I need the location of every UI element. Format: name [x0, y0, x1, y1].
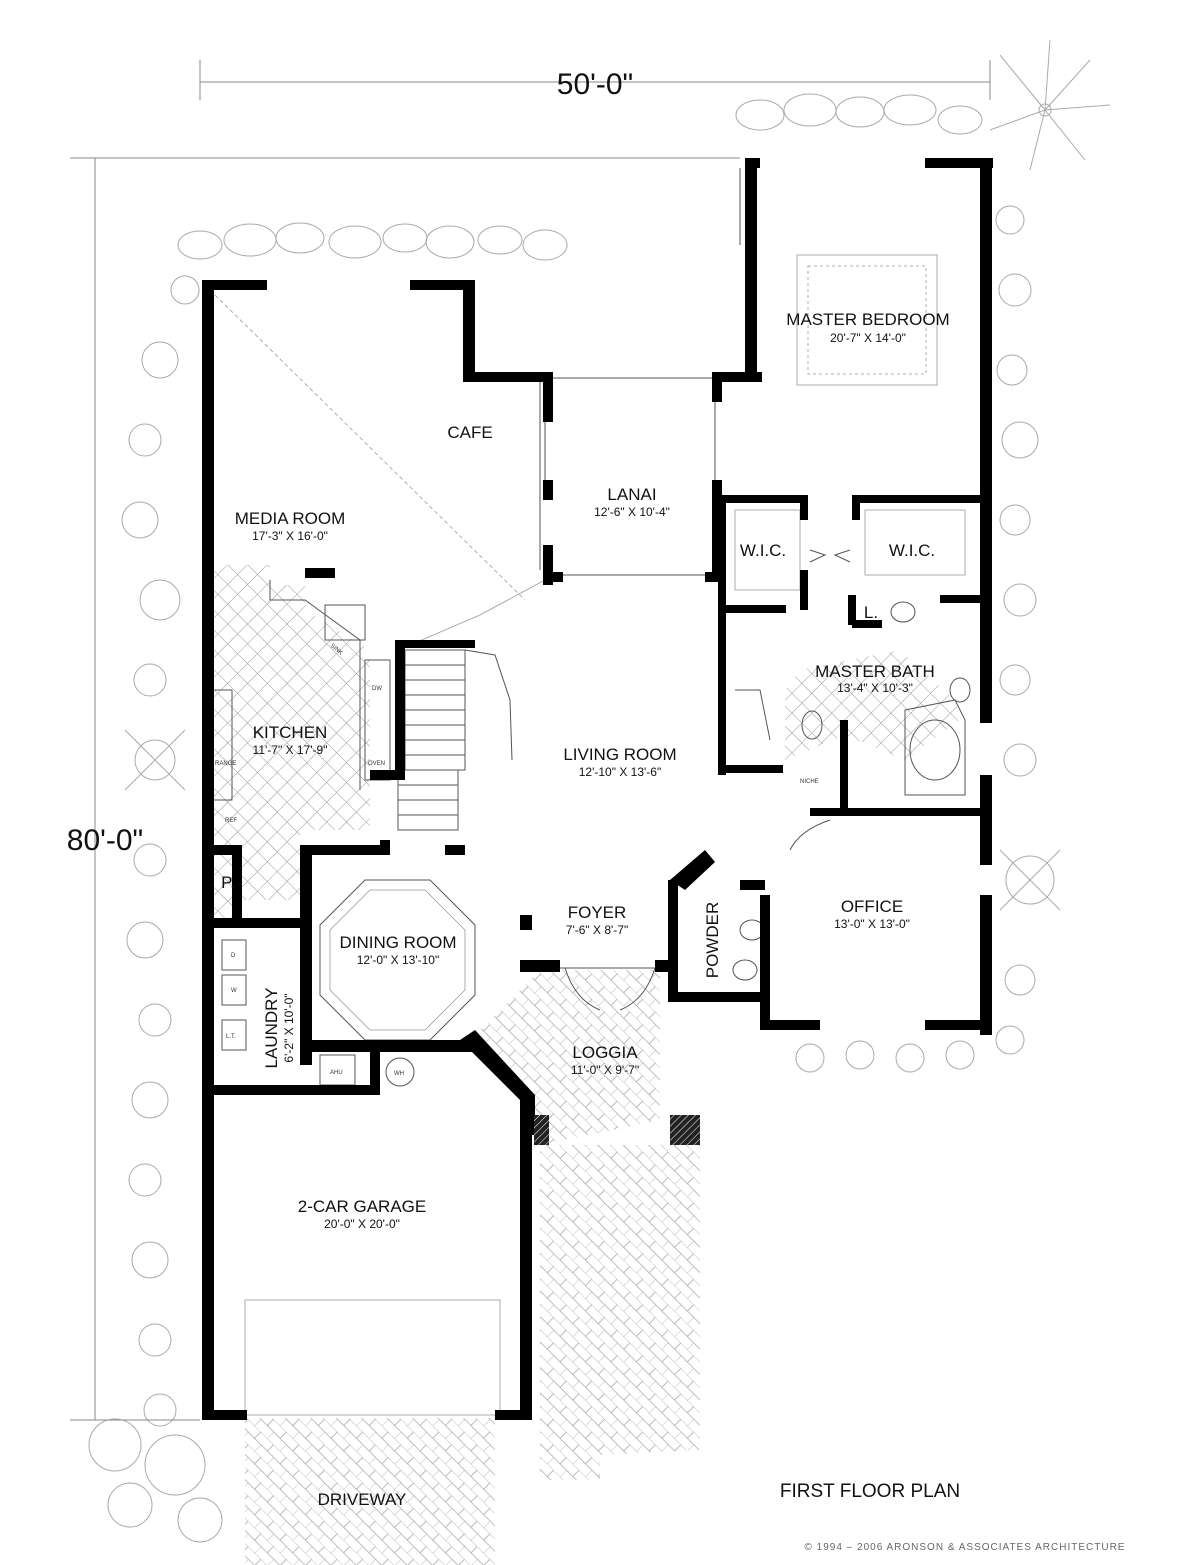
depth-dimension: 80'-0" — [67, 824, 143, 857]
loggia-size: 11'-0" X 9'-7" — [571, 1063, 639, 1077]
laundry-tub-label: L.T. — [226, 1034, 236, 1040]
top-shrubs — [177, 93, 983, 261]
cafe-name: CAFE — [447, 423, 492, 442]
kitchen-name: KITCHEN — [253, 723, 328, 742]
kitchen-tile — [210, 565, 370, 925]
wic-left-name: W.I.C. — [740, 541, 786, 560]
living-room-size: 12'-10" X 13'-6" — [579, 765, 661, 779]
dryer-label: D — [231, 953, 236, 959]
dimension-lines — [70, 60, 991, 1421]
lanai-name: LANAI — [607, 485, 656, 504]
ahu-label: AHU — [330, 1070, 343, 1076]
kitchen-size: 11'-7" X 17'-9" — [253, 743, 328, 757]
plan-title: FIRST FLOOR PLAN — [780, 1481, 960, 1502]
dw-label: DW — [372, 686, 382, 692]
walls — [202, 158, 993, 1420]
master-bath-size: 13'-4" X 10'-3" — [837, 681, 913, 695]
master-bath-tile — [785, 650, 960, 760]
laundry-size: 6'-2" X 10'-0" — [282, 993, 296, 1062]
powder-name: POWDER — [703, 902, 722, 979]
room-labels: MASTER BEDROOM 20'-7" X 14'-0" CAFE LANA… — [221, 310, 950, 1509]
left-shrubs — [121, 275, 200, 1427]
range-label: RANGE — [215, 761, 236, 767]
garage-name: 2-CAR GARAGE — [298, 1197, 426, 1216]
palm-tree-top-right — [989, 39, 1111, 171]
driveway-pavers — [245, 1418, 495, 1565]
foyer-size: 7'-6" X 8'-7" — [566, 923, 628, 937]
staircase — [397, 649, 513, 831]
width-dimension: 50'-0" — [557, 68, 633, 101]
niche-label: NICHE — [800, 779, 819, 785]
dining-room-size: 12'-0" X 13'-10" — [357, 953, 439, 967]
front-walk-pavers — [540, 1145, 700, 1480]
loggia-brick — [470, 970, 660, 1145]
wic-right-name: W.I.C. — [889, 541, 935, 560]
media-room-size: 17'-3" X 16'-0" — [252, 529, 328, 543]
living-room-name: LIVING ROOM — [563, 745, 676, 764]
master-bath-name: MASTER BATH — [815, 662, 935, 681]
laundry-name: LAUNDRY — [262, 988, 281, 1069]
garage-size: 20'-0" X 20'-0" — [324, 1217, 400, 1231]
washer-label: W — [231, 988, 237, 994]
bottom-left-trees — [88, 1418, 223, 1543]
office-name: OFFICE — [841, 897, 903, 916]
copyright-notice: © 1994 – 2006 ARONSON & ASSOCIATES ARCHI… — [805, 1542, 1126, 1553]
linen-name: L. — [864, 603, 878, 622]
floor-finishes — [210, 565, 960, 1565]
pantry-name: P. — [221, 873, 235, 892]
interior-details — [211, 168, 971, 1416]
oven-label: OVEN — [368, 761, 385, 767]
office-size: 13'-0" X 13'-0" — [834, 917, 910, 931]
dining-room-name: DINING ROOM — [339, 933, 456, 952]
ref-label: REF — [225, 818, 237, 824]
master-bedroom-name: MASTER BEDROOM — [786, 310, 949, 329]
loggia-name: LOGGIA — [572, 1043, 638, 1062]
lanai-size: 12'-6" X 10'-4" — [594, 505, 670, 519]
landscaping — [88, 39, 1111, 1543]
right-shrubs — [795, 205, 1061, 1073]
master-bedroom-size: 20'-7" X 14'-0" — [830, 331, 906, 345]
media-room-name: MEDIA ROOM — [235, 509, 346, 528]
driveway-name: DRIVEWAY — [318, 1490, 407, 1509]
wh-label: WH — [394, 1071, 404, 1077]
foyer-name: FOYER — [568, 903, 627, 922]
